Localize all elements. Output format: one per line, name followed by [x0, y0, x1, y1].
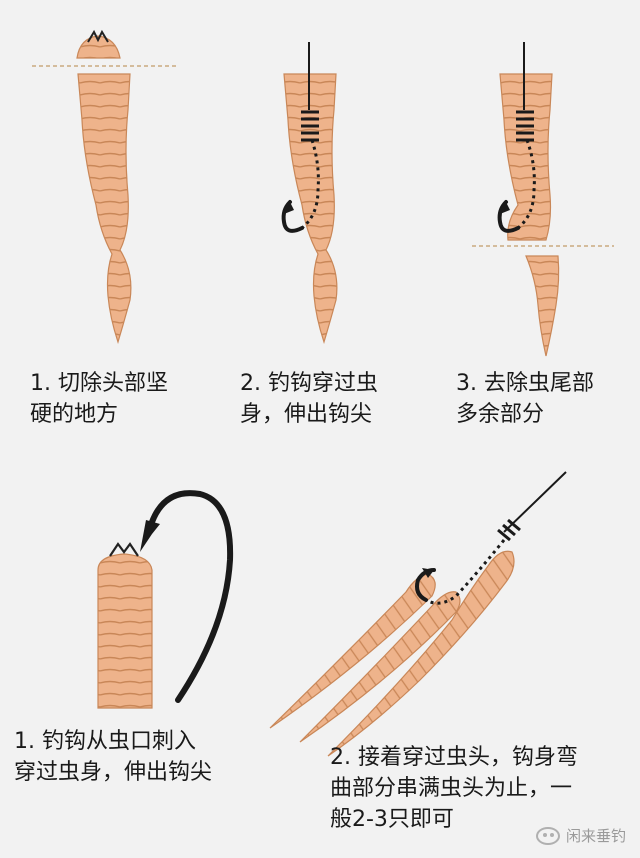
- step-top-2-caption: 2. 钓钩穿过虫 身，伸出钩尖: [240, 371, 378, 427]
- watermark: 闲来垂钓: [535, 825, 626, 846]
- hook-barb-icon: [140, 520, 160, 552]
- line-knot-icon: [516, 110, 534, 142]
- step-bottom-1-caption: 1. 钓钩从虫口刺入 穿过虫身，伸出钩尖: [14, 729, 213, 785]
- hook-icon: [497, 200, 520, 233]
- panel-4-pierce-mouth: [97, 490, 234, 709]
- step-bottom-2-caption: 2. 接着穿过虫头，钩身弯 曲部分串满虫头为止，一 般2-3只即可: [330, 745, 578, 832]
- worm-body: [499, 73, 553, 241]
- fishing-line: [503, 471, 567, 533]
- panel-1-cut-head: [32, 29, 178, 344]
- wechat-icon: [535, 826, 560, 845]
- head-tip-icon: [109, 542, 139, 557]
- hook-barb-icon: [500, 202, 510, 214]
- hook-barb-icon: [284, 202, 294, 214]
- worm-body: [97, 553, 153, 709]
- hook-icon: [149, 490, 234, 703]
- worm-body: [77, 73, 132, 344]
- watermark-text: 闲来垂钓: [565, 827, 626, 845]
- hook-icon: [281, 200, 304, 233]
- panel-2-thread-hook: [281, 42, 338, 344]
- step-top-1-caption: 1. 切除头部坚 硬的地方: [30, 371, 168, 427]
- hook-barb-icon: [422, 568, 434, 578]
- step-top-3-caption: 3. 去除虫尾部 多余部分: [456, 371, 594, 427]
- panel-5-string-heads: [269, 471, 567, 757]
- line-knot-icon: [301, 110, 319, 142]
- worm-body: [299, 591, 461, 743]
- panel-3-trim-tail: [472, 42, 614, 357]
- worm-body: [327, 550, 515, 757]
- hidden-hook-path: [301, 139, 320, 230]
- worm-body: [283, 73, 338, 344]
- hidden-hook-path: [517, 139, 536, 230]
- head-tip-icon: [87, 29, 109, 43]
- line-knot-icon: [497, 518, 521, 542]
- worm-tail-piece: [525, 255, 560, 357]
